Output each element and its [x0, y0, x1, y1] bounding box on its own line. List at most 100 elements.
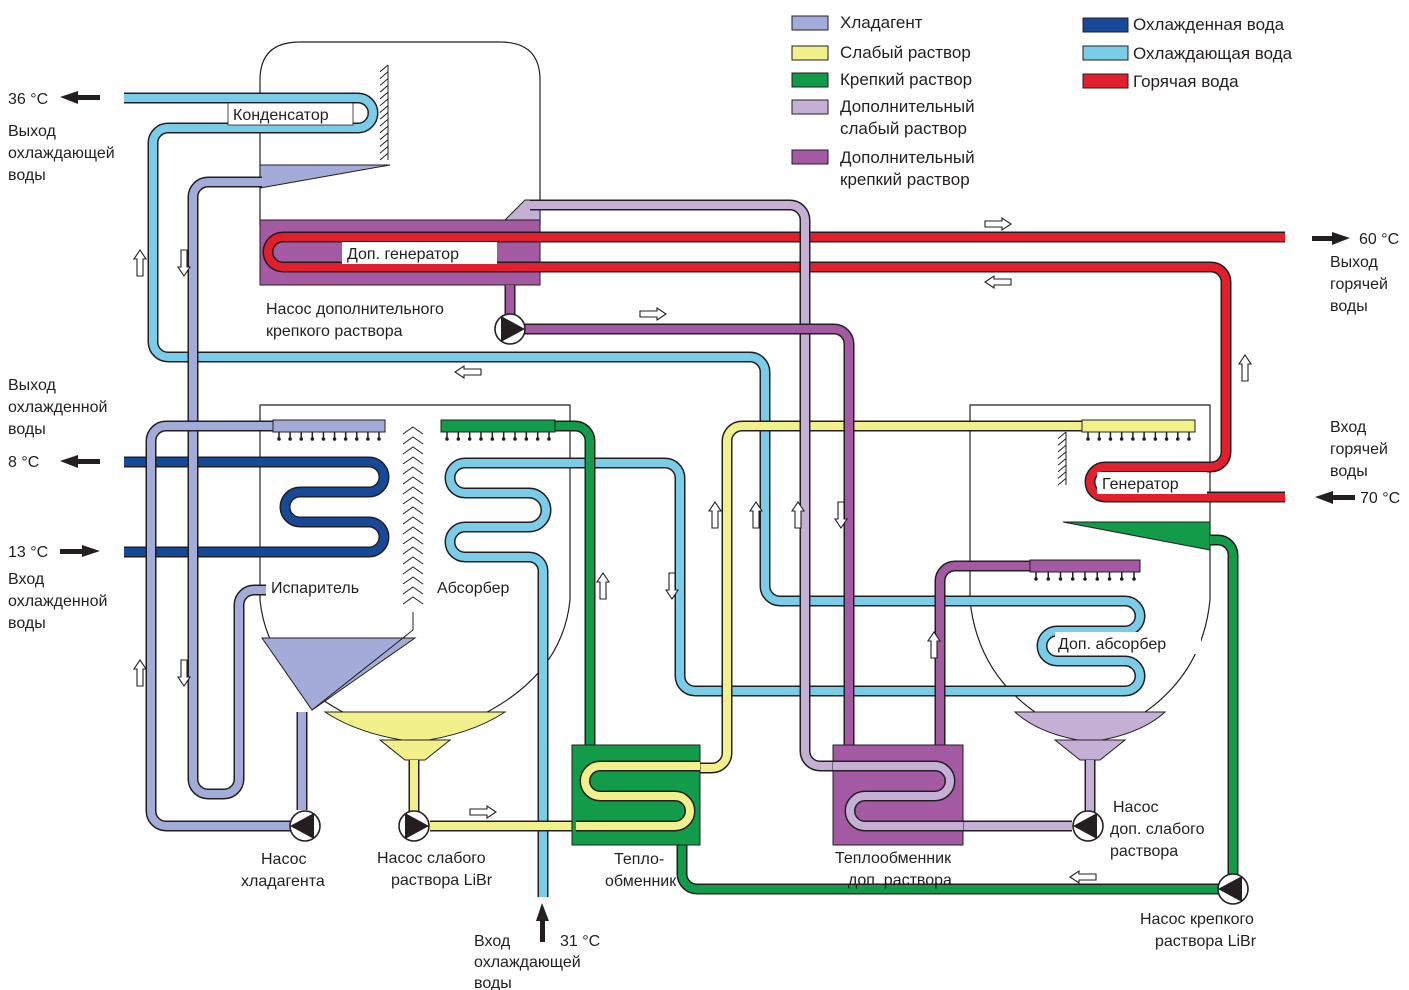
aux-strong-absorber-pipe	[934, 560, 1140, 745]
flow-arrow-up-icon	[748, 501, 764, 529]
component-labels: Конденсатор Доп. генератор Насос дополни…	[227, 102, 1257, 950]
weak-solution-riser-pipe	[700, 420, 1195, 774]
flow-arrow-left-icon	[984, 274, 1012, 290]
legend-swatch-refrigerant	[791, 15, 829, 31]
legend-label-weak-solution: Слабый раствор	[840, 43, 971, 62]
aux-absorber-label: Доп. абсорбер	[1058, 636, 1166, 653]
evaporator-sump	[261, 637, 417, 711]
flow-arrow-up-icon	[595, 572, 611, 600]
flow-arrow-down-icon	[664, 572, 680, 600]
aux-absorber-spray-header	[1029, 559, 1141, 581]
flow-arrow-left-icon	[454, 364, 482, 380]
legend-label-cooling-water: Охлаждающая вода	[1133, 44, 1293, 63]
cooling-out-temp: 36 °C	[8, 91, 48, 108]
hot-out-temp: 60 °C	[1359, 231, 1399, 248]
chilled-in-arrow-icon	[60, 545, 100, 557]
aux-generator-label-box	[342, 242, 497, 264]
cooling-out-arrow-icon	[60, 91, 100, 104]
legend-label-hot-water: Горячая вода	[1133, 72, 1239, 91]
legend-label-refrigerant: Хладагент	[840, 13, 923, 32]
weak-solution-pump-icon	[398, 810, 430, 842]
aux-weak-solution-pipe	[963, 760, 1096, 832]
flow-arrow-down-icon	[176, 659, 192, 687]
legend-swatch-strong-solution	[791, 72, 829, 88]
condenser-eliminator	[379, 64, 389, 161]
generator-label-box	[1097, 472, 1207, 494]
heat-exchanger-coils	[576, 760, 963, 832]
generator-eliminator	[1057, 431, 1067, 486]
generator-tray	[1062, 521, 1211, 551]
legend: Хладагент Слабый раствор Крепкий раствор…	[791, 13, 1293, 189]
aux-absorber-outlet	[1053, 739, 1127, 761]
legend-label-chilled-water: Охлажденная вода	[1133, 15, 1285, 34]
pipes	[124, 92, 1285, 897]
aux-absorber-sump	[1013, 711, 1167, 743]
aux-generator-label: Доп. генератор	[347, 246, 459, 263]
evaporator-label: Испаритель	[271, 580, 359, 597]
legend-swatch-aux-weak-solution	[791, 99, 829, 115]
aux-weak-pump-icon	[1072, 810, 1104, 842]
flow-arrow-up-icon	[132, 659, 148, 687]
absorber-outlet	[378, 739, 452, 761]
condenser-label: Конденсатор	[233, 107, 329, 124]
chilled-out-temp: 8 °C	[8, 454, 39, 471]
aux-absorber-label-box	[1055, 632, 1201, 654]
refrigerant-pump-icon	[289, 810, 321, 842]
aux-weak-riser-pipe	[530, 199, 833, 772]
cooling-in-arrow-icon	[536, 903, 549, 942]
flow-arrow-down-icon	[176, 249, 192, 277]
hx-weak-coil-pipe	[576, 760, 700, 832]
hot-in-temp: 70 °C	[1360, 490, 1400, 507]
absorber-sump	[323, 711, 507, 743]
flow-arrow-up-icon	[707, 501, 723, 529]
flow-arrow-up-icon	[1237, 354, 1253, 382]
condenser-label-box	[227, 102, 354, 126]
spray-headers	[272, 64, 1196, 711]
flow-arrows	[132, 216, 1253, 885]
aux-strong-solution-pipe	[525, 323, 855, 745]
flow-arrow-up-icon	[790, 501, 806, 529]
legend-label-strong-solution: Крепкий раствор	[840, 70, 972, 89]
evaporator-label-box	[266, 576, 384, 598]
cooling-in-temp: 31 °C	[560, 933, 600, 950]
legend-swatch-chilled-water	[1082, 17, 1129, 33]
chilled-in-temp: 13 °C	[8, 544, 48, 561]
aux-hx-weak-coil-pipe	[833, 760, 963, 832]
absorber-label: Абсорбер	[437, 580, 510, 597]
flow-arrow-left-icon	[1069, 869, 1097, 885]
evaporator-spray-header	[272, 419, 386, 441]
hot-in-arrow-icon	[1315, 491, 1355, 504]
strong-solution-pump-icon	[1217, 873, 1249, 905]
generator-label: Генератор	[1102, 476, 1179, 493]
flow-arrow-down-icon	[833, 501, 849, 529]
weak-solution-pipe	[408, 760, 581, 832]
flow-arrow-right-icon	[639, 306, 667, 322]
legend-swatch-cooling-water	[1082, 45, 1129, 61]
chilled-water-coil-pipe	[124, 456, 390, 558]
chilled-out-arrow-icon	[60, 455, 100, 468]
flow-arrow-right-icon	[984, 216, 1012, 232]
strong-solution-absorber-pipe	[441, 420, 596, 745]
legend-swatch-weak-solution	[791, 45, 829, 61]
absorber-eliminator	[311, 426, 424, 711]
flow-arrow-right-icon	[469, 804, 497, 820]
pumps	[289, 313, 1249, 905]
legend-swatch-aux-strong-solution	[791, 149, 829, 165]
hot-out-arrow-icon	[1312, 232, 1350, 245]
aux-strong-pump-icon	[494, 313, 526, 345]
heat-exchanger-label: Тепло-обменник	[605, 851, 677, 890]
flow-arrow-up-icon	[132, 249, 148, 277]
flow-arrow-up-icon	[926, 631, 942, 659]
